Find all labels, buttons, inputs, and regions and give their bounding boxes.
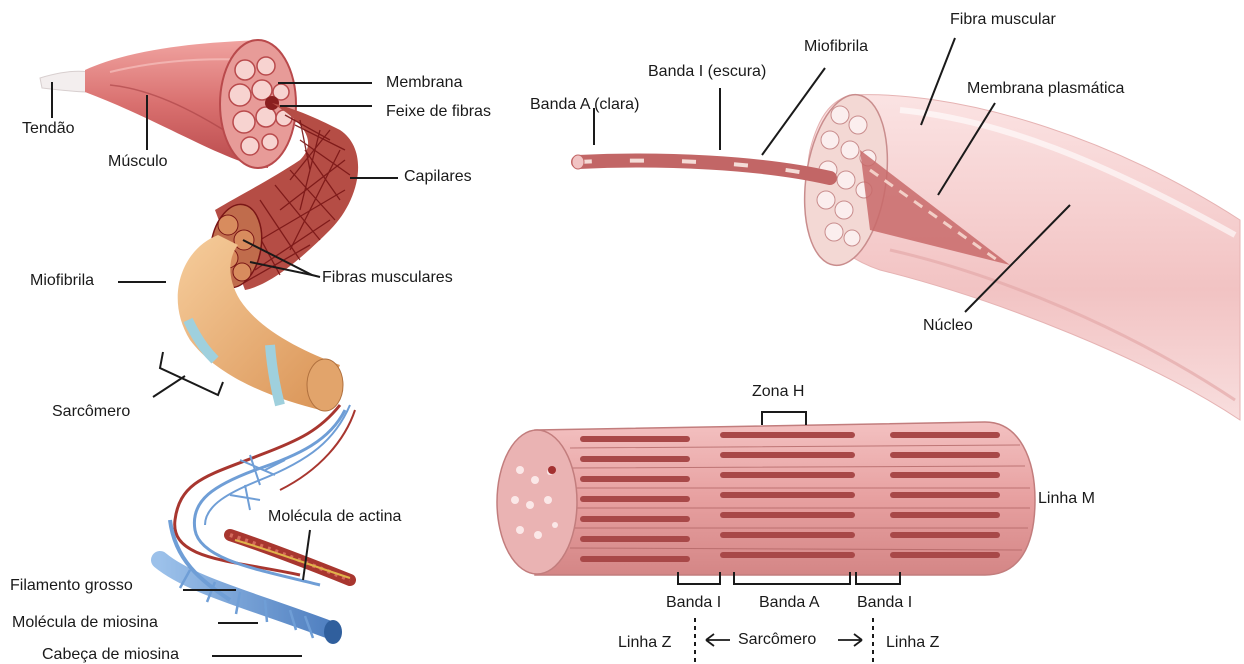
label-banda-i-2: Banda I — [857, 594, 912, 612]
label-linha-z-2: Linha Z — [886, 634, 939, 652]
label-banda-i-escura: Banda I (escura) — [648, 63, 766, 81]
filaments — [175, 405, 355, 585]
label-membrana-plasmatica: Membrana plasmática — [967, 80, 1124, 98]
label-fibras-musculares: Fibras musculares — [322, 269, 453, 287]
tendon-shape — [40, 71, 90, 92]
label-banda-a: Banda A — [759, 594, 820, 612]
label-banda-i-1: Banda I — [666, 594, 721, 612]
label-molecula-de-actina: Molécula de actina — [268, 508, 401, 526]
label-sarcomero-bottom: Sarcômero — [738, 631, 816, 649]
label-banda-a-clara: Banda A (clara) — [530, 96, 639, 114]
label-membrana: Membrana — [386, 74, 462, 92]
label-miofibrila-top: Miofibrila — [804, 38, 868, 56]
label-capilares: Capilares — [404, 168, 472, 186]
label-cabeca-de-miosina: Cabeça de miosina — [42, 646, 179, 664]
label-linha-m: Linha M — [1038, 490, 1095, 508]
label-nucleo: Núcleo — [923, 317, 973, 335]
muscle-cross-section — [220, 40, 296, 168]
myofibril-rod — [572, 155, 830, 178]
label-musculo: Músculo — [108, 153, 168, 171]
label-feixe-de-fibras: Feixe de fibras — [386, 103, 491, 121]
label-zona-h: Zona H — [752, 383, 804, 401]
sarcomere-cylinder — [497, 422, 1035, 575]
label-miofibrila-left: Miofibrila — [30, 272, 94, 290]
label-filamento-grosso: Filamento grosso — [10, 577, 133, 595]
label-fibra-muscular: Fibra muscular — [950, 11, 1056, 29]
muscle-fiber — [794, 89, 1240, 420]
label-linha-z-1: Linha Z — [618, 634, 671, 652]
label-molecula-de-miosina: Molécula de miosina — [12, 614, 158, 632]
label-tendao: Tendão — [22, 120, 75, 138]
label-sarcomero-left: Sarcômero — [52, 403, 130, 421]
